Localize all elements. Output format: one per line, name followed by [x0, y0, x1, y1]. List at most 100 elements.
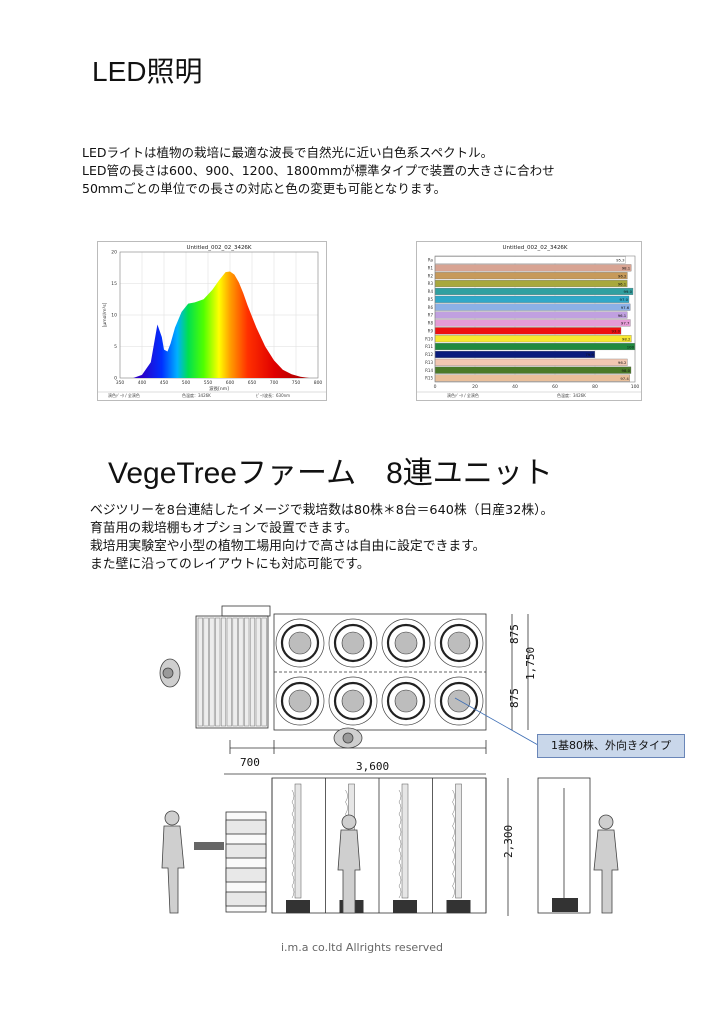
- nursery-shelf-plan: [195, 605, 271, 729]
- tower-outer-ring: [434, 618, 484, 668]
- bar-value-label: 99.0: [624, 289, 633, 294]
- grow-tube: [220, 617, 227, 727]
- tower-outer-ring: [328, 618, 378, 668]
- bar-value-label: 98.0: [622, 368, 631, 373]
- chart-title: Untitled_002_02_3426K: [502, 245, 567, 251]
- bar-value-label: 96.2: [618, 273, 627, 278]
- person-side-view-icon: [337, 814, 361, 914]
- x-tick-label: 100: [631, 384, 640, 390]
- spectrum-area: [133, 271, 310, 378]
- bar: [434, 335, 632, 343]
- tower-ring: [439, 623, 479, 663]
- tower-core: [288, 689, 312, 713]
- person-side-view-icon: [593, 814, 619, 914]
- bar-value-label: 98.2: [622, 336, 631, 341]
- bar-value-label: 97.0: [620, 297, 629, 302]
- person-top-view-icon: [333, 727, 363, 749]
- tower-core: [447, 689, 471, 713]
- vege-paragraph-line: また壁に沿ってのレイアウトにも対応可能です。: [90, 557, 370, 572]
- led-paragraph-line: 50ｍｍごとの単位での長さの対応と色の変更も可能となります。: [82, 181, 447, 196]
- x-tick-label: 40: [512, 384, 518, 390]
- category-label: R2: [428, 273, 434, 278]
- category-label: R8: [428, 321, 434, 326]
- category-label: R6: [428, 305, 434, 310]
- bar: [434, 374, 630, 382]
- bar: [434, 272, 628, 280]
- tower-outer-ring: [275, 618, 325, 668]
- x-tick-label: 80: [592, 384, 598, 390]
- vege-section-title: VegeTreeファーム 8連ユニット: [108, 457, 553, 490]
- grow-tube: [249, 617, 256, 727]
- grow-tube: [232, 617, 238, 727]
- copyright-footer: i.m.a co.ltd Allrights reserved: [281, 941, 443, 954]
- bar: [434, 280, 628, 288]
- y-tick-label: 0: [114, 376, 117, 382]
- tower-outer-ring: [381, 676, 431, 726]
- grow-tube: [226, 617, 232, 727]
- x-tick-label: 400: [138, 380, 147, 386]
- bar-value-label: 98.1: [622, 266, 631, 271]
- tower-core: [341, 689, 365, 713]
- tower-ring: [386, 623, 426, 663]
- tower-core: [341, 631, 365, 655]
- dimension-label: 3,600: [356, 760, 389, 773]
- bar: [434, 287, 634, 295]
- dimension-label: 875: [508, 624, 521, 644]
- tower-core: [394, 689, 418, 713]
- tower-base: [286, 900, 310, 913]
- bar: [434, 256, 626, 264]
- category-label: R14: [425, 368, 433, 373]
- tower-core: [447, 631, 471, 655]
- tower-ring: [333, 681, 373, 721]
- y-axis-label: [μmol/m²s]: [102, 302, 108, 327]
- category-label: R9: [428, 328, 434, 333]
- bar: [434, 327, 622, 335]
- vege-paragraph: ベジツリーを8台連結したイメージで栽培数は80株＊8台＝640株（日産32株）。…: [90, 502, 553, 574]
- tower-outer-ring: [434, 676, 484, 726]
- bar-value-label: 97.7: [621, 321, 630, 326]
- tower-ring: [280, 681, 320, 721]
- plot-area: [434, 255, 636, 383]
- tower-base: [393, 900, 417, 913]
- x-tick-label: 0: [434, 384, 437, 390]
- bar: [434, 303, 631, 311]
- bar-value-label: 96.1: [618, 313, 627, 318]
- x-tick-label: 60: [552, 384, 558, 390]
- tower-ring: [333, 623, 373, 663]
- category-label: R11: [425, 344, 433, 349]
- chart-footer-text: 演色ﾃﾞｰﾀ / 全演色: [108, 392, 140, 398]
- dimension-label: 1,750: [524, 647, 537, 680]
- y-tick-label: 15: [111, 281, 117, 287]
- x-tick-label: 600: [226, 380, 235, 386]
- tower-core: [288, 631, 312, 655]
- person-top-view-icon: [159, 658, 181, 688]
- tower-outer-ring: [328, 676, 378, 726]
- tower-outer-ring: [275, 676, 325, 726]
- grow-tube: [261, 617, 267, 727]
- chart-title: Untitled_002_02_3426K: [186, 245, 251, 251]
- tower-column: [455, 783, 462, 899]
- grow-tube: [203, 617, 209, 727]
- x-tick-label: 550: [204, 380, 213, 386]
- category-label: R15: [425, 376, 433, 381]
- category-label: R12: [425, 352, 433, 357]
- x-tick-label: 750: [292, 380, 301, 386]
- plant-column: [291, 789, 295, 899]
- category-label: R13: [425, 360, 433, 365]
- tower-column: [294, 783, 302, 899]
- callout-label: 1基80株、外向きタイプ: [537, 734, 685, 758]
- bar-value-label: 97.4: [620, 376, 629, 381]
- tower-outer-ring: [381, 618, 431, 668]
- grow-tube: [197, 617, 203, 727]
- bar: [434, 264, 632, 272]
- chart-footer-text: ﾋﾟｰｸ波長：630nm: [256, 392, 290, 398]
- category-label: R4: [428, 289, 434, 294]
- vege-paragraph-line: ベジツリーを8台連結したイメージで栽培数は80株＊8台＝640株（日産32株）。: [90, 503, 554, 518]
- bar: [434, 295, 630, 303]
- bar: [434, 366, 632, 374]
- grow-tube: [215, 617, 221, 727]
- plant-column: [398, 789, 402, 899]
- tower-ring: [386, 681, 426, 721]
